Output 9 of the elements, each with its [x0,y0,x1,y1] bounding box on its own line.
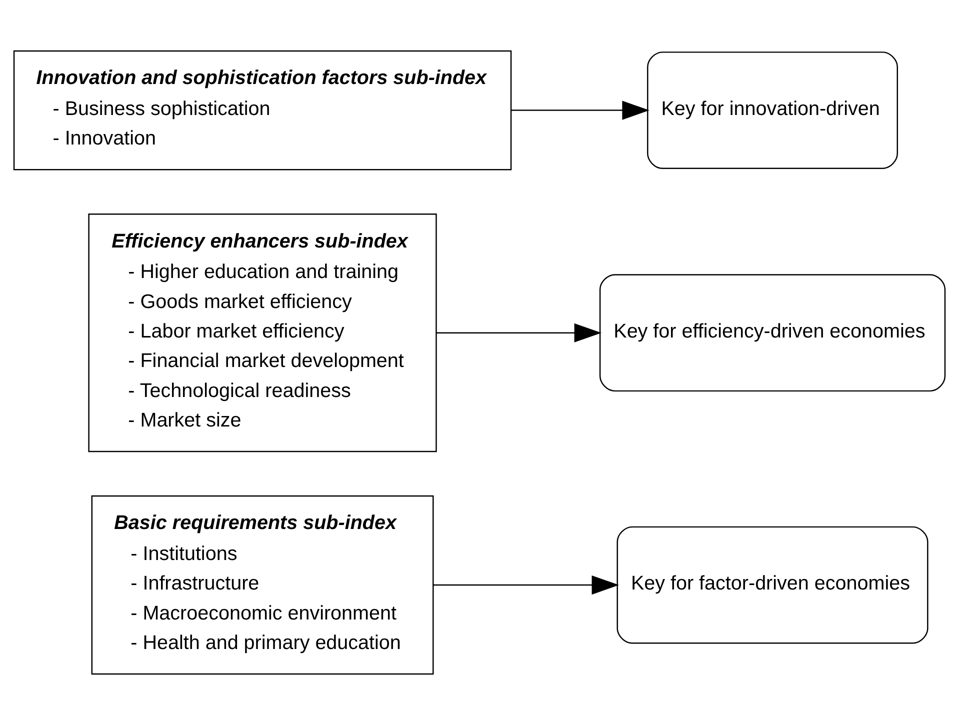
arrow [432,576,618,595]
node-box: Key for innovation-driven [646,52,898,170]
arrow [510,100,649,120]
node-box: Innovation and sophistication factors sub-index - Business sophistication - Innovation [12,50,512,170]
arrow [436,323,602,342]
node-box: Basic requirements sub-index - Institutions - Infrastructure - Macroeconomic environment - Health and primary education [90,495,434,675]
node-box: Key for factor-driven economies [616,526,928,644]
node-box: Efficiency enhancers sub-index - Higher education and training - Goods market efficiency - Labor market efficiency - Financial market development - Technological readiness - Market size [88,214,436,452]
node-box: Key for efficiency-driven economies [598,274,946,392]
